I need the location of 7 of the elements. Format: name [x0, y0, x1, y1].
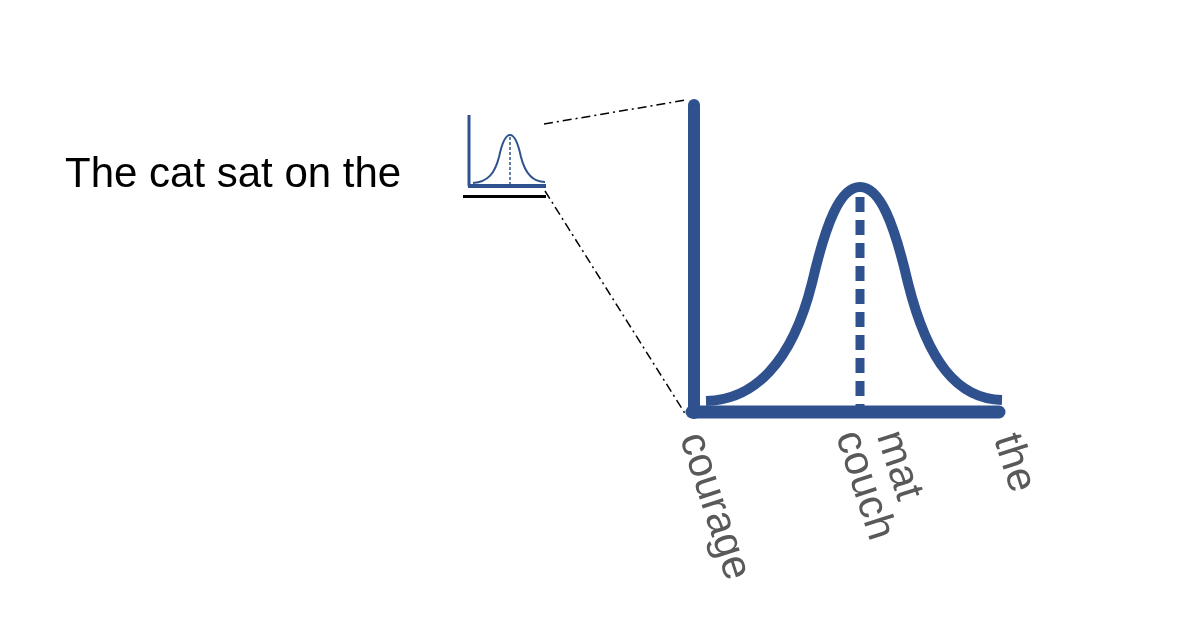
bell-curve-chart-drawing: [686, 101, 1006, 421]
axis-label: the: [987, 428, 1046, 497]
bell-curve-icon: [466, 113, 546, 191]
sentence-text: The cat sat on the: [65, 152, 402, 194]
axis-label: courage: [673, 427, 760, 585]
zoom-guide-line: [544, 190, 687, 416]
zoom-guide-line: [543, 99, 687, 125]
